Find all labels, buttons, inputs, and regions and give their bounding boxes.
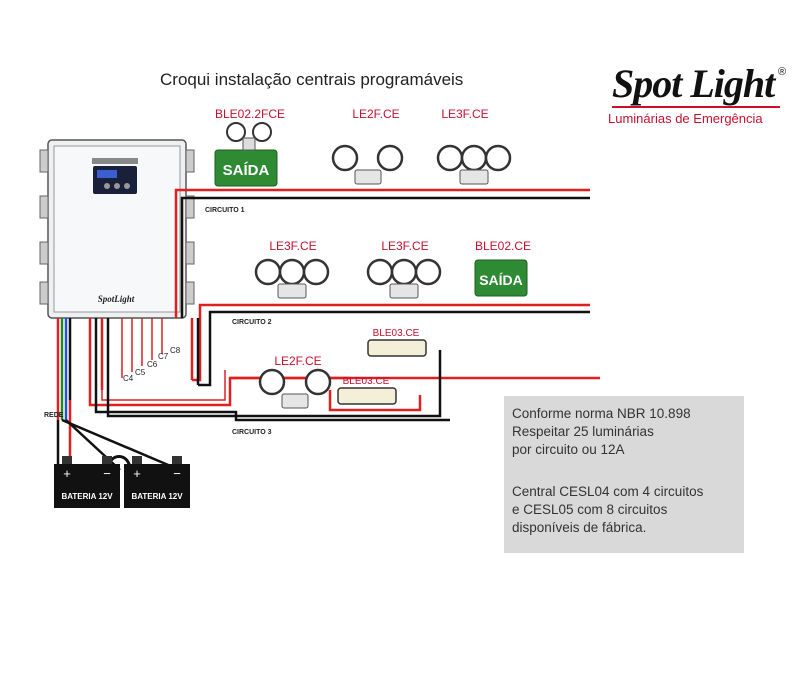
- lamp-head-icon: [376, 144, 404, 172]
- lamp-head-icon: [252, 122, 272, 142]
- channel-label-c7: C7: [158, 352, 169, 361]
- fixture-label-ble02-2fce: BLE02.2FCE: [215, 107, 285, 121]
- exit-sign-text-2: SAÍDA: [479, 272, 523, 288]
- panel-brand-label: SpotLight: [98, 294, 135, 304]
- circuit-3-label: CIRCUITO 3: [232, 429, 272, 436]
- battery-1: [54, 464, 120, 508]
- brand-subtitle: Luminárias de Emergência: [608, 111, 763, 126]
- note-line-2: Respeitar 25 luminárias: [512, 424, 654, 439]
- exit-sign: [474, 259, 528, 297]
- battery-2: [124, 464, 190, 508]
- installation-notes: Conforme norma NBR 10.898 Respeitar 25 l…: [504, 396, 744, 553]
- exit-sign-text: SAÍDA: [223, 162, 270, 179]
- circuit-2-luminaires: LE3F.CE LE3F.CE BLE02.CE SAÍDA CIRCUITO …: [232, 239, 531, 326]
- lamp-head-icon: [414, 258, 442, 286]
- fixture-label-le2f-ce: LE2F.CE: [352, 107, 399, 121]
- circuit-3-luminaires: LE2F.CE BLE03.CE BLE03.CE CIRCUITO 3: [232, 328, 427, 436]
- lamp-head-icon: [460, 144, 488, 172]
- note-line-6: disponíveis de fábrica.: [512, 520, 647, 535]
- lamp-head-icon: [304, 368, 332, 396]
- note-line-4: Central CESL04 com 4 circuitos: [512, 484, 704, 499]
- rede-label: REDE: [44, 412, 64, 419]
- registered-mark: ®: [778, 66, 787, 78]
- fixture-label-ble03-ce-a: BLE03.CE: [373, 328, 420, 339]
- channel-labels: C4 C5 C6 C7 C8: [123, 346, 181, 383]
- note-line-3: por circuito ou 12A: [512, 442, 625, 457]
- fixture-label-le3f-ce-b: LE3F.CE: [381, 239, 428, 253]
- channel-label-c4: C4: [123, 374, 134, 383]
- battery-2-label: BATERIA 12V: [131, 492, 183, 501]
- note-line-1: Conforme norma NBR 10.898: [512, 406, 691, 421]
- lamp-head-icon: [331, 144, 359, 172]
- channel-label-c5: C5: [135, 368, 146, 377]
- led-bar-fixture: [337, 387, 397, 405]
- note-line-5: e CESL05 com 8 circuitos: [512, 502, 668, 517]
- led-bar-fixture: [367, 339, 427, 357]
- fixture-label-le2f-ce-c3: LE2F.CE: [274, 354, 321, 368]
- circuit-1-label: CIRCUITO 1: [205, 207, 245, 214]
- channel-label-c8: C8: [170, 346, 181, 355]
- circuit-1-luminaires: BLE02.2FCE SAÍDA LE2F.CE LE3F.CE CIRCUIT…: [205, 107, 512, 214]
- lamp-head-icon: [254, 258, 282, 286]
- channel-label-c6: C6: [147, 360, 158, 369]
- battery-1-minus: −: [103, 466, 111, 481]
- circuit-2-label: CIRCUITO 2: [232, 319, 272, 326]
- lamp-head-icon: [366, 258, 394, 286]
- logo-underline: [612, 106, 780, 108]
- battery-2-minus: −: [173, 466, 181, 481]
- diagram-title: Croqui instalação centrais programáveis: [160, 70, 464, 89]
- lamp-head-icon: [302, 258, 330, 286]
- lamp-head-icon: [226, 122, 246, 142]
- brand-logo: Spot Light: [612, 61, 775, 106]
- fixture-label-le3f-ce: LE3F.CE: [441, 107, 488, 121]
- fixture-label-ble02-ce: BLE02.CE: [475, 239, 531, 253]
- battery-1-label: BATERIA 12V: [61, 492, 113, 501]
- lamp-head-icon: [258, 368, 286, 396]
- fixture-label-le3f-ce-a: LE3F.CE: [269, 239, 316, 253]
- lamp-head-icon: [390, 258, 418, 286]
- lamp-head-icon: [484, 144, 512, 172]
- lamp-head-icon: [278, 258, 306, 286]
- battery-1-plus: +: [63, 466, 71, 481]
- control-panel: SpotLight: [39, 139, 195, 319]
- battery-2-plus: +: [133, 466, 141, 481]
- lamp-head-icon: [436, 144, 464, 172]
- battery-bank: + − + − BATERIA 12V BATERIA 12V: [54, 455, 190, 508]
- fixture-label-ble03-ce-b: BLE03.CE: [343, 376, 390, 387]
